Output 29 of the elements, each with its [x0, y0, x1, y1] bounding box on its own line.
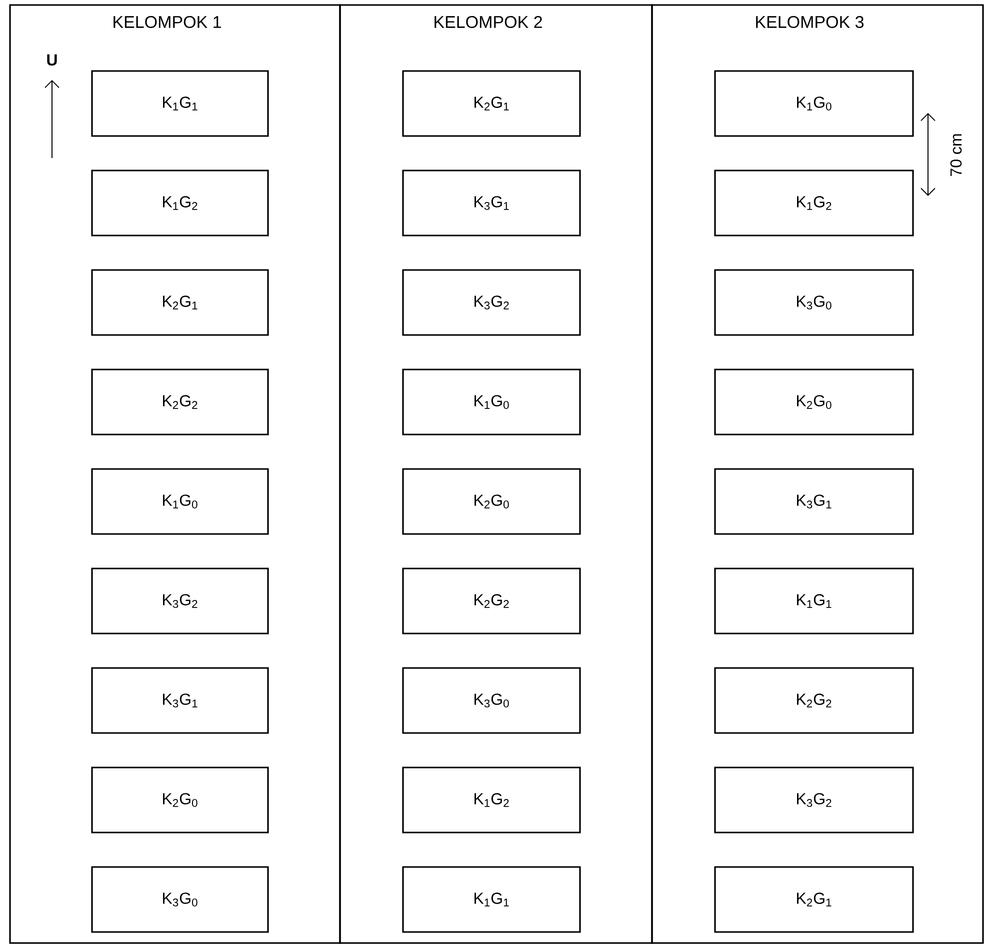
plot-box: K$_{3}$G$_{1}$: [91, 667, 269, 734]
plot-box: K$_{2}$G$_{2}$: [91, 368, 269, 436]
plot-box: K$_{1}$G$_{0}$: [402, 368, 581, 436]
plot-box: K$_{2}$G$_{0}$: [402, 468, 581, 535]
plot-box: K$_{1}$G$_{2}$: [402, 766, 581, 834]
plot-box: K$_{2}$G$_{0}$: [714, 368, 914, 436]
plot-box: K$_{1}$G$_{2}$: [91, 170, 269, 236]
plot-box: K$_{2}$G$_{1}$: [402, 70, 581, 137]
plot-box: K$_{2}$G$_{0}$: [91, 766, 269, 834]
plot-box: K$_{3}$G$_{2}$: [402, 269, 581, 336]
plot-box: K$_{3}$G$_{0}$: [714, 269, 914, 336]
plot-box: K$_{2}$G$_{2}$: [714, 667, 914, 734]
plot-box: K$_{3}$G$_{1}$: [714, 468, 914, 535]
plot-box: K$_{1}$G$_{0}$: [714, 70, 914, 137]
plot-box: K$_{3}$G$_{1}$: [402, 170, 581, 236]
plot-box: K$_{3}$G$_{2}$: [714, 766, 914, 834]
plot-box: K$_{1}$G$_{1}$: [714, 568, 914, 634]
plot-box: K$_{2}$G$_{1}$: [91, 269, 269, 336]
plot-box: K$_{1}$G$_{1}$: [402, 866, 581, 933]
plot-box: K$_{1}$G$_{2}$: [714, 170, 914, 236]
dimension-label: 70 cm: [950, 134, 962, 176]
plot-box: K$_{3}$G$_{0}$: [402, 667, 581, 734]
plot-box: K$_{1}$G$_{1}$: [91, 70, 269, 137]
plot-box: K$_{3}$G$_{0}$: [91, 866, 269, 933]
plot-box: K$_{2}$G$_{2}$: [402, 568, 581, 634]
plot-box: K$_{1}$G$_{0}$: [91, 468, 269, 535]
plot-box: K$_{2}$G$_{1}$: [714, 866, 914, 933]
direction-label: U: [47, 54, 57, 66]
plot-box: K$_{3}$G$_{2}$: [91, 568, 269, 634]
